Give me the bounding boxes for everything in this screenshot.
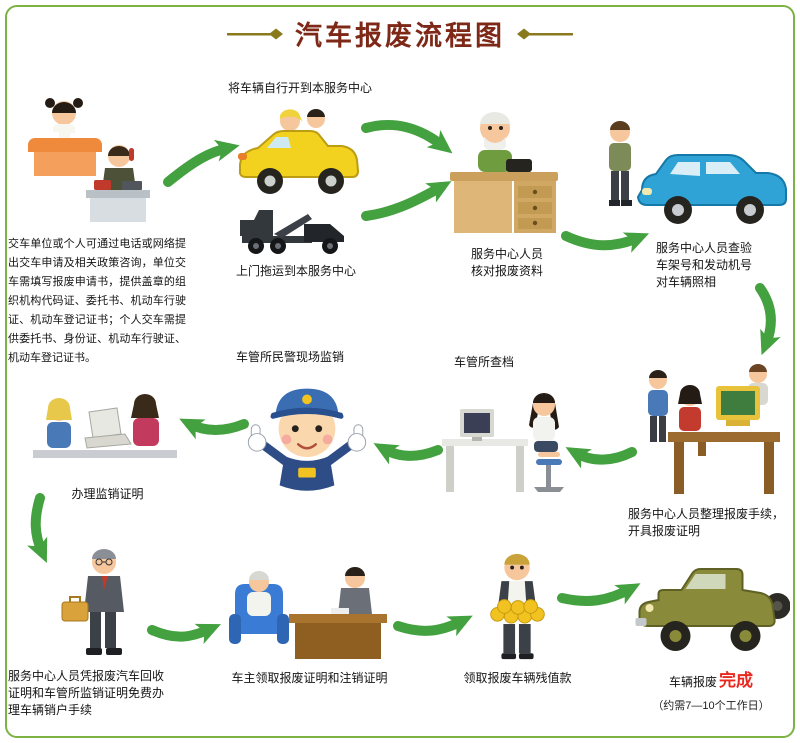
arrow-archive-to-police	[373, 443, 443, 465]
step-archive-caption: 车管所查档	[454, 355, 515, 369]
step-collect-money: 领取报废车辆残值款	[460, 550, 575, 687]
step-police-caption: 车管所民警现场监销	[236, 350, 345, 364]
step-drive-in: 将车辆自行开到本服务中心	[228, 80, 378, 201]
step-inspect-caption: 服务中心人员查验车架号和发动机号对车辆照相	[656, 241, 753, 289]
arrow-inspect-to-paperwork	[755, 283, 781, 356]
step-tow-in-caption: 上门拖运到本服务中心	[236, 264, 357, 278]
step-paperwork: 服务中心人员整理报废手续，开具报废证明	[628, 352, 794, 540]
step-apply: 交车单位或个人可通过电话或网络提出交车申请及相关政策咨询，单位交车需填写报废申请…	[8, 86, 188, 368]
step-tow-in: 上门拖运到本服务中心	[228, 200, 368, 280]
clerk-at-wooden-desk-illustration	[450, 112, 558, 233]
scrapped-jeep-illustration	[635, 568, 790, 651]
step-done-caption: 车辆报废完成	[628, 666, 794, 691]
step-supervise: 办理监销证明	[25, 372, 190, 503]
step-collect-cert-caption: 车主领取报废证明和注销证明	[231, 671, 388, 685]
step-verify: 服务中心人员核对报废资料	[448, 92, 566, 280]
step-done-note: （约需7—10个工作日）	[652, 700, 770, 712]
police-officer-illustration	[247, 388, 367, 491]
man-with-briefcase-illustration	[61, 549, 124, 655]
staff-at-computer-illustration	[648, 364, 780, 494]
step-police: 车管所民警现场监销	[236, 349, 378, 502]
owner-signing-at-desk-illustration	[229, 567, 387, 659]
staff-with-laptop-illustration	[33, 394, 177, 458]
title-decoration-right-icon	[517, 28, 573, 39]
step-archive: 车管所查档	[438, 354, 586, 497]
inspector-with-blue-car-illustration	[609, 121, 787, 224]
done-caption-text: 车辆报废	[668, 675, 717, 689]
step-collect-money-caption: 领取报废车辆残值款	[463, 671, 572, 685]
yellow-car-illustration	[238, 109, 359, 194]
arrow-collect-cert-to-collect-money	[393, 615, 473, 637]
reception-and-phone-call-illustration	[28, 98, 150, 222]
step-drive-in-caption: 将车辆自行开到本服务中心	[228, 81, 373, 95]
step-paperwork-caption: 服务中心人员整理报废手续，开具报废证明	[628, 507, 785, 538]
step-deregister-caption: 服务中心人员凭报废汽车回收证明和车管所监销证明免费办理车辆销户手续	[8, 669, 165, 717]
title-decoration-left-icon	[227, 28, 283, 39]
step-done: 车辆报废完成 （约需7—10个工作日）	[628, 550, 794, 713]
step-verify-caption: 服务中心人员核对报废资料	[470, 247, 543, 278]
step-deregister: 服务中心人员凭报废汽车回收证明和车管所监销证明免费办理车辆销户手续	[8, 544, 184, 719]
person-with-coins-illustration	[490, 553, 545, 660]
clerk-at-computer-desk-illustration	[442, 393, 564, 492]
page-title: 汽车报废流程图	[295, 21, 505, 51]
step-inspect: 服务中心人员查验车架号和发动机号对车辆照相	[598, 112, 794, 291]
tow-truck-illustration	[240, 210, 344, 254]
step-apply-caption: 交车单位或个人可通过电话或网络提出交车申请及相关政策咨询，单位交车需填写报废申请…	[8, 238, 186, 364]
step-collect-cert: 车主领取报废证明和注销证明	[222, 556, 397, 687]
page-header: 汽车报废流程图	[0, 14, 800, 53]
step-supervise-caption: 办理监销证明	[71, 487, 144, 501]
done-highlight-text: 完成	[719, 671, 753, 690]
